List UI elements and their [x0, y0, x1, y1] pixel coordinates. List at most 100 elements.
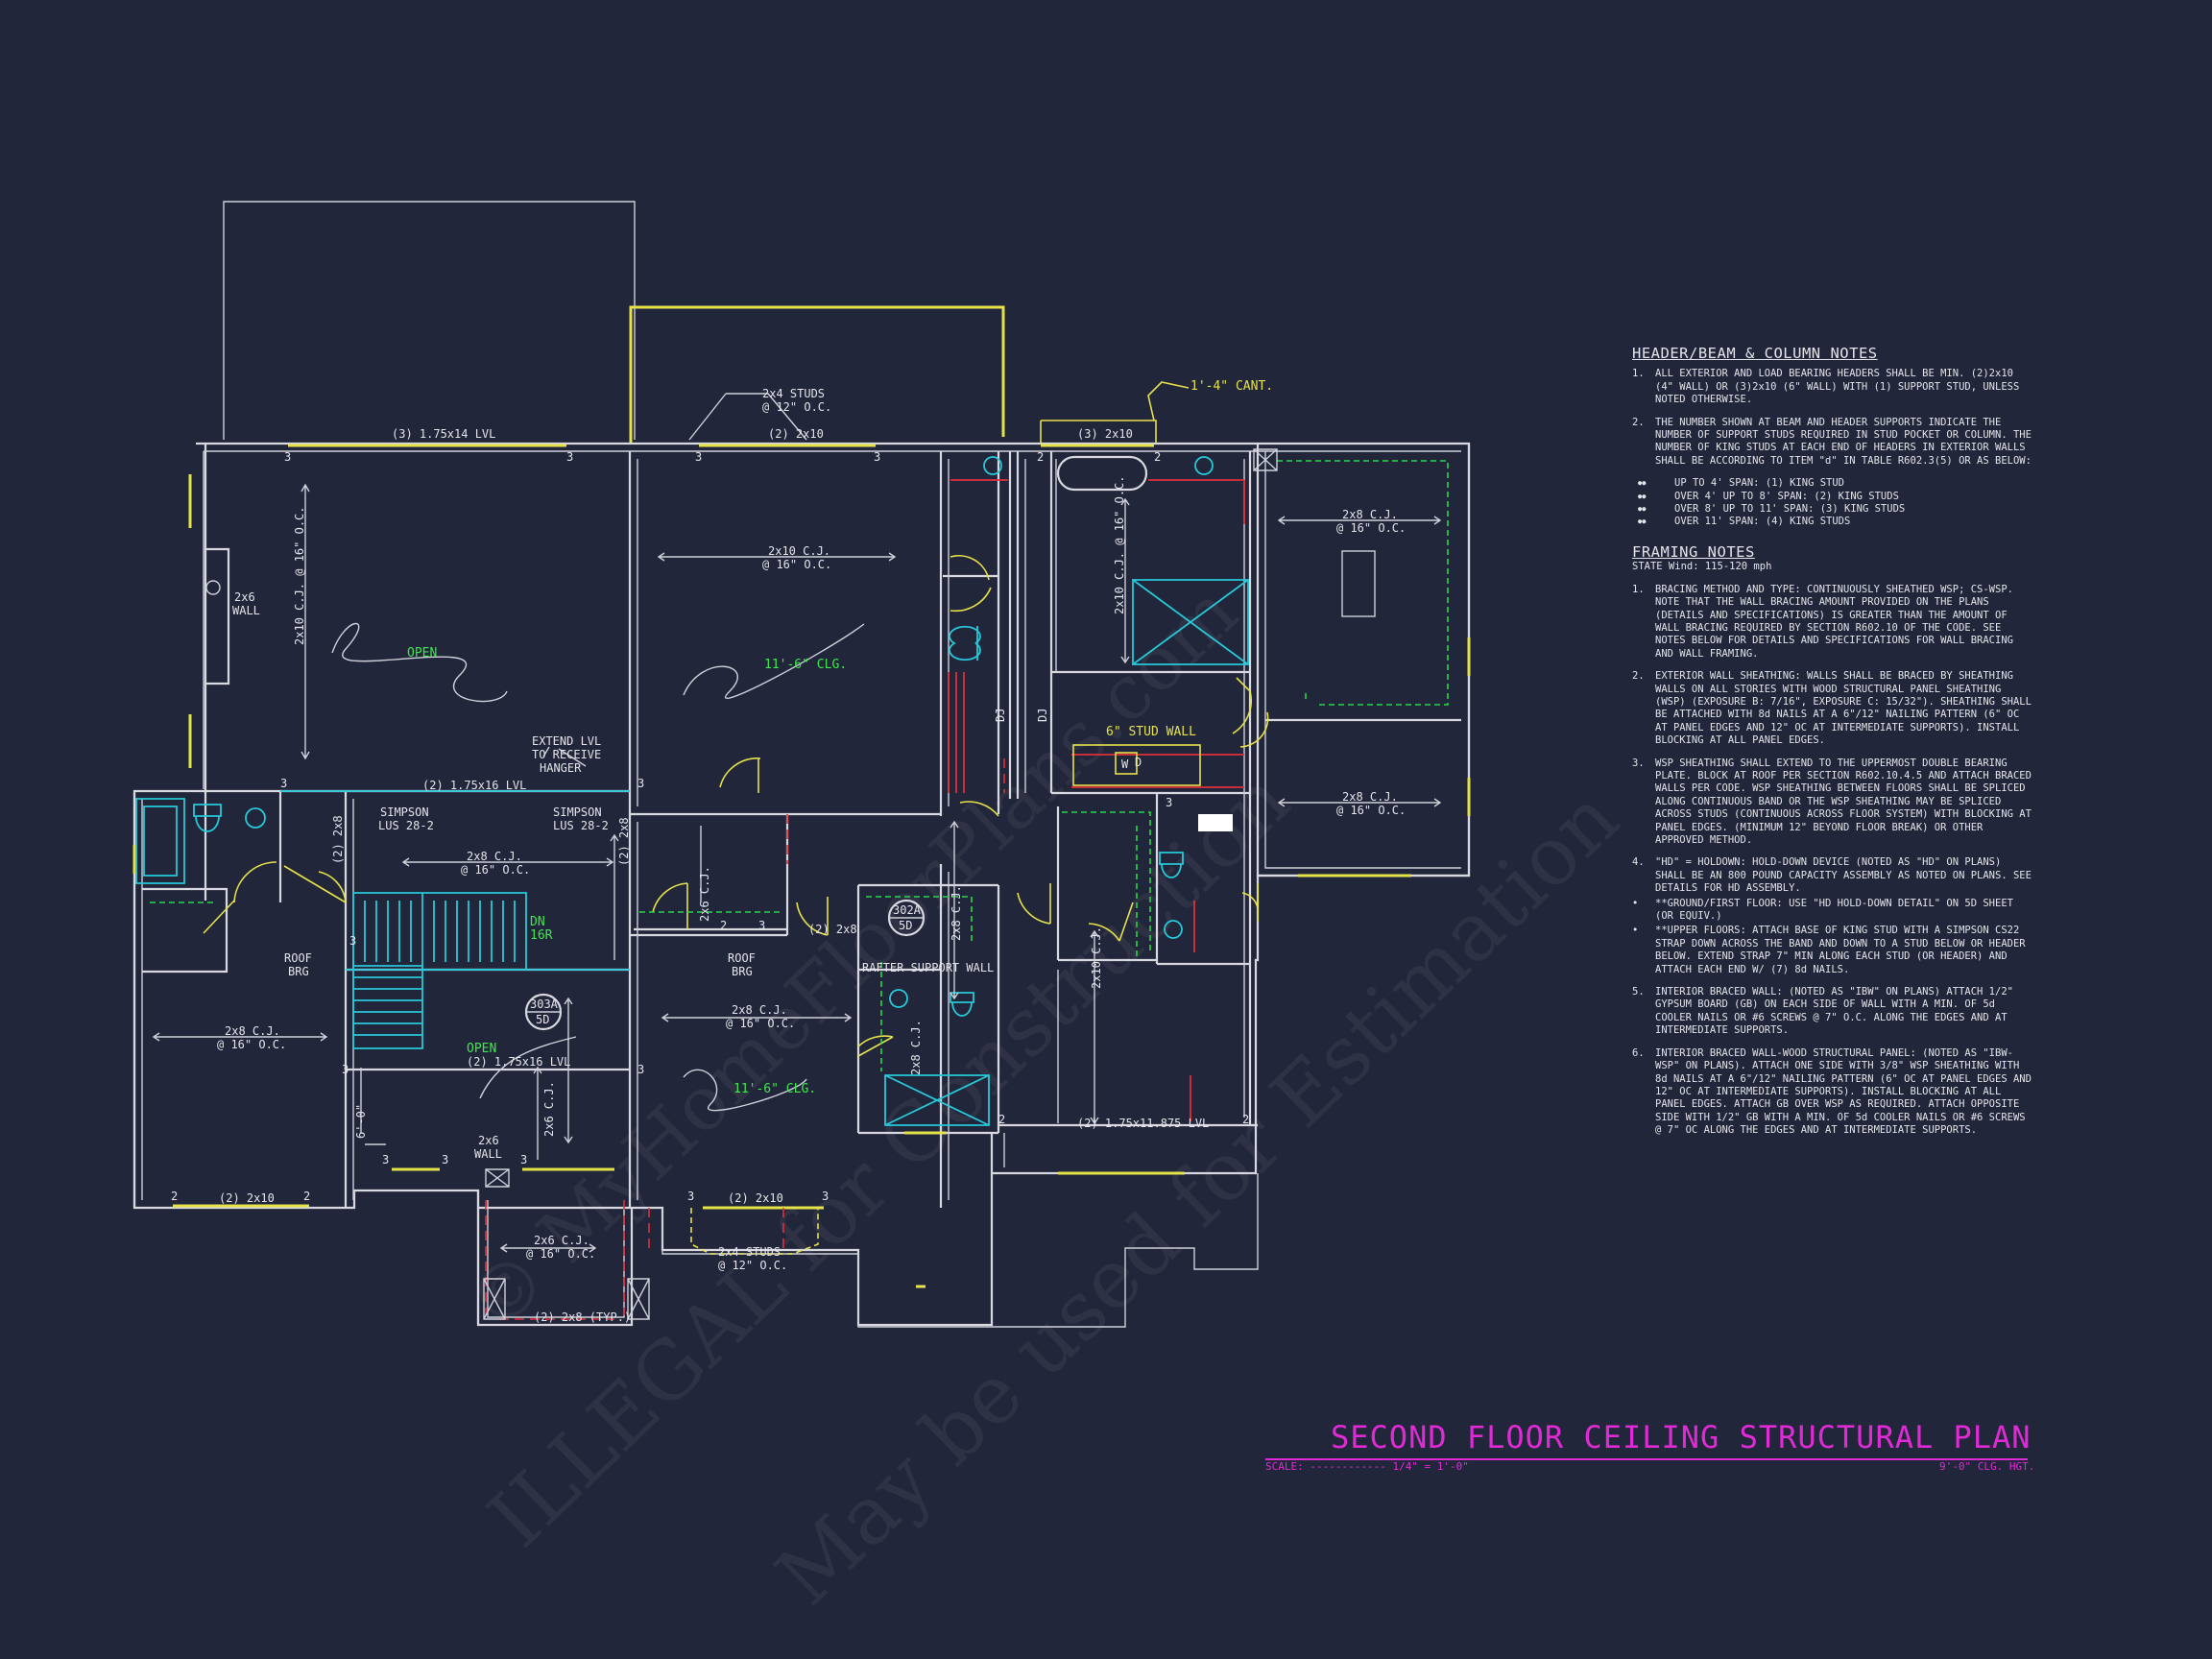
- span-arrows: [152, 393, 1442, 1253]
- label-3-2x10: (3) 2x10: [1077, 427, 1133, 441]
- num-3-p: 3: [1166, 796, 1172, 809]
- num-3-c: 3: [695, 450, 702, 464]
- label-cj-2x8-r2a: 2x8 C.J.: [1342, 790, 1398, 804]
- label-dj-2: DJ: [1036, 709, 1049, 722]
- label-cant: 1'-4" CANT.: [1190, 379, 1273, 394]
- label-cj-2x8-r1a: 2x8 C.J.: [1342, 508, 1398, 521]
- label-cj-2x10-a: 2x10 C.J.: [768, 544, 830, 558]
- num-3-m: 3: [520, 1153, 527, 1166]
- label-extend-1: EXTEND LVL: [532, 734, 601, 748]
- stud-wall-box: [1072, 744, 1201, 786]
- right-wing-inner: [1264, 451, 1461, 869]
- note-number: 3.: [1632, 757, 1645, 769]
- label-cj-2x8-r2b: @ 16" O.C.: [1336, 804, 1406, 817]
- label-extend-3: HANGER: [540, 761, 582, 775]
- label-2-2x8-h: (2) 2x8: [808, 923, 857, 936]
- num-3-j: 3: [637, 1063, 644, 1076]
- framing-note-2: 2. EXTERIOR WALL SHEATHING: WALLS SHALL …: [1632, 670, 2035, 747]
- label-studs-d: @ 12" O.C.: [718, 1259, 787, 1272]
- label-roof-2a: ROOF: [728, 951, 756, 965]
- label-cj-2x10-v3: 2x10 C.J.: [1090, 926, 1103, 989]
- label-studs-b: @ 12" O.C.: [762, 400, 831, 414]
- header-note-1: 1. ALL EXTERIOR AND LOAD BEARING HEADERS…: [1632, 368, 2035, 406]
- note-text: **GROUND/FIRST FLOOR: USE "HD HOLD-DOWN …: [1655, 897, 2013, 923]
- left-bath-walls: [142, 887, 228, 974]
- label-d: D: [1135, 756, 1142, 769]
- num-2-f: 2: [171, 1190, 178, 1203]
- label-2-2x8-v2: (2) 2x8: [617, 817, 631, 866]
- green-dashed-2: [880, 826, 1138, 1071]
- num-2-b: 2: [1154, 450, 1161, 464]
- framing-note-5: 5. INTERIOR BRACED WALL: (NOTED AS "IBW"…: [1632, 986, 2035, 1038]
- num-3-g: 3: [349, 934, 356, 948]
- num-2-a: 2: [1037, 450, 1044, 464]
- cant-leader: [1147, 381, 1190, 421]
- list-item: OVER 4' UP TO 8' SPAN: (2) KING STUDS: [1632, 491, 2035, 504]
- label-roof-2b: BRG: [732, 965, 753, 978]
- note-number: 2.: [1632, 670, 1645, 683]
- label-2-2x8-v1: (2) 2x8: [331, 815, 345, 864]
- exterior-wall-inner: [141, 450, 1461, 1200]
- label-cj-2x6-v1: 2x6 C.J.: [698, 866, 711, 922]
- ceiling-squiggle-1: [331, 622, 508, 703]
- state-wind: STATE Wind: 115-120 mph: [1632, 561, 1772, 573]
- label-rafter: RAFTER SUPPORT WALL: [862, 961, 994, 974]
- label-simpson-1b: LUS 28-2: [378, 819, 434, 832]
- island: [1341, 550, 1376, 617]
- label-2x10-bl: (2) 2x10: [219, 1191, 275, 1205]
- note-text: EXTERIOR WALL SHEATHING: WALLS SHALL BE …: [1655, 670, 2032, 747]
- red-marks: [948, 479, 1245, 1121]
- label-dn: DN: [530, 915, 545, 929]
- shower-2: [884, 1074, 990, 1126]
- note-text: "HD" = HOLDOWN: HOLD-DOWN DEVICE (NOTED …: [1655, 856, 2032, 895]
- framing-note-1: 1. BRACING METHOD AND TYPE: CONTINUOUSLY…: [1632, 584, 2035, 661]
- label-cj-2x6-v2: 2x6 C.J.: [542, 1081, 556, 1137]
- lower-porch-wall: [476, 1190, 634, 1327]
- label-6-0: 6'-0": [354, 1104, 368, 1139]
- roof-outline: [223, 201, 636, 440]
- label-lvl-16: (2) 1.75x16 LVL: [422, 779, 526, 792]
- ceiling-squiggle-2: [683, 623, 865, 699]
- label-cj-2x8-mb: @ 16" O.C.: [461, 863, 530, 877]
- door-swings: [203, 554, 1269, 1057]
- toilet-2: [949, 625, 981, 661]
- label-stud-wall: 6" STUD WALL: [1106, 725, 1196, 739]
- label-roof-1a: ROOF: [284, 951, 312, 965]
- label-cj-2x8-v: 2x8 C.J.: [950, 885, 963, 941]
- title-underline: [1265, 1458, 2028, 1460]
- label-roof-1b: BRG: [288, 965, 309, 978]
- framing-note-4: 4. "HD" = HOLDOWN: HOLD-DOWN DEVICE (NOT…: [1632, 856, 2035, 895]
- shower: [1132, 579, 1249, 665]
- num-3-a: 3: [284, 450, 291, 464]
- label-3-lvl: (3) 1.75x14 LVL: [392, 427, 495, 441]
- label-2x10-bot: (2) 2x10: [728, 1191, 783, 1205]
- num-2-e: 2: [1242, 1113, 1249, 1126]
- label-2x6-a: 2x6: [234, 590, 255, 604]
- label-2x6-c: 2x6: [478, 1134, 499, 1147]
- label-cj-2x8-lb: @ 16" O.C.: [217, 1038, 286, 1051]
- note-number: 5.: [1632, 986, 1645, 998]
- label-cj-2x10-v: 2x10 C.J. @ 16" O.C.: [293, 507, 306, 646]
- label-simpson-2b: LUS 28-2: [553, 819, 609, 832]
- exterior-wall: [132, 442, 1471, 1327]
- label-cj-2x6-b: @ 16" O.C.: [526, 1247, 595, 1261]
- vanity-block: [1198, 814, 1233, 831]
- label-simpson-1a: SIMPSON: [380, 805, 429, 819]
- freestanding-tub: [1056, 455, 1148, 492]
- ceiling-height-label: 9'-0" CLG. HGT.: [1939, 1460, 2035, 1473]
- window-headers: [132, 444, 1471, 1288]
- num-3-o: 3: [822, 1190, 829, 1203]
- label-cj-2x8-mb2: @ 16" O.C.: [726, 1017, 795, 1030]
- sink-4: [1164, 920, 1183, 939]
- label-cj-2x6-a: 2x6 C.J.: [534, 1234, 589, 1247]
- list-item: UP TO 4' SPAN: (1) KING STUD: [1632, 477, 2035, 491]
- label-cj-2x8-ma: 2x8 C.J.: [467, 850, 522, 863]
- ceiling-squiggle-4: [479, 1036, 577, 1099]
- note-number: 6.: [1632, 1046, 1645, 1059]
- label-lvl-11875: (2) 1.75x11.875 LVL: [1077, 1117, 1209, 1130]
- label-2x10-top: (2) 2x10: [768, 427, 824, 441]
- label-extend-2: TO RECEIVE: [532, 748, 601, 761]
- notes-panel: HEADER/BEAM & COLUMN NOTES 1. ALL EXTERI…: [1632, 346, 2035, 1147]
